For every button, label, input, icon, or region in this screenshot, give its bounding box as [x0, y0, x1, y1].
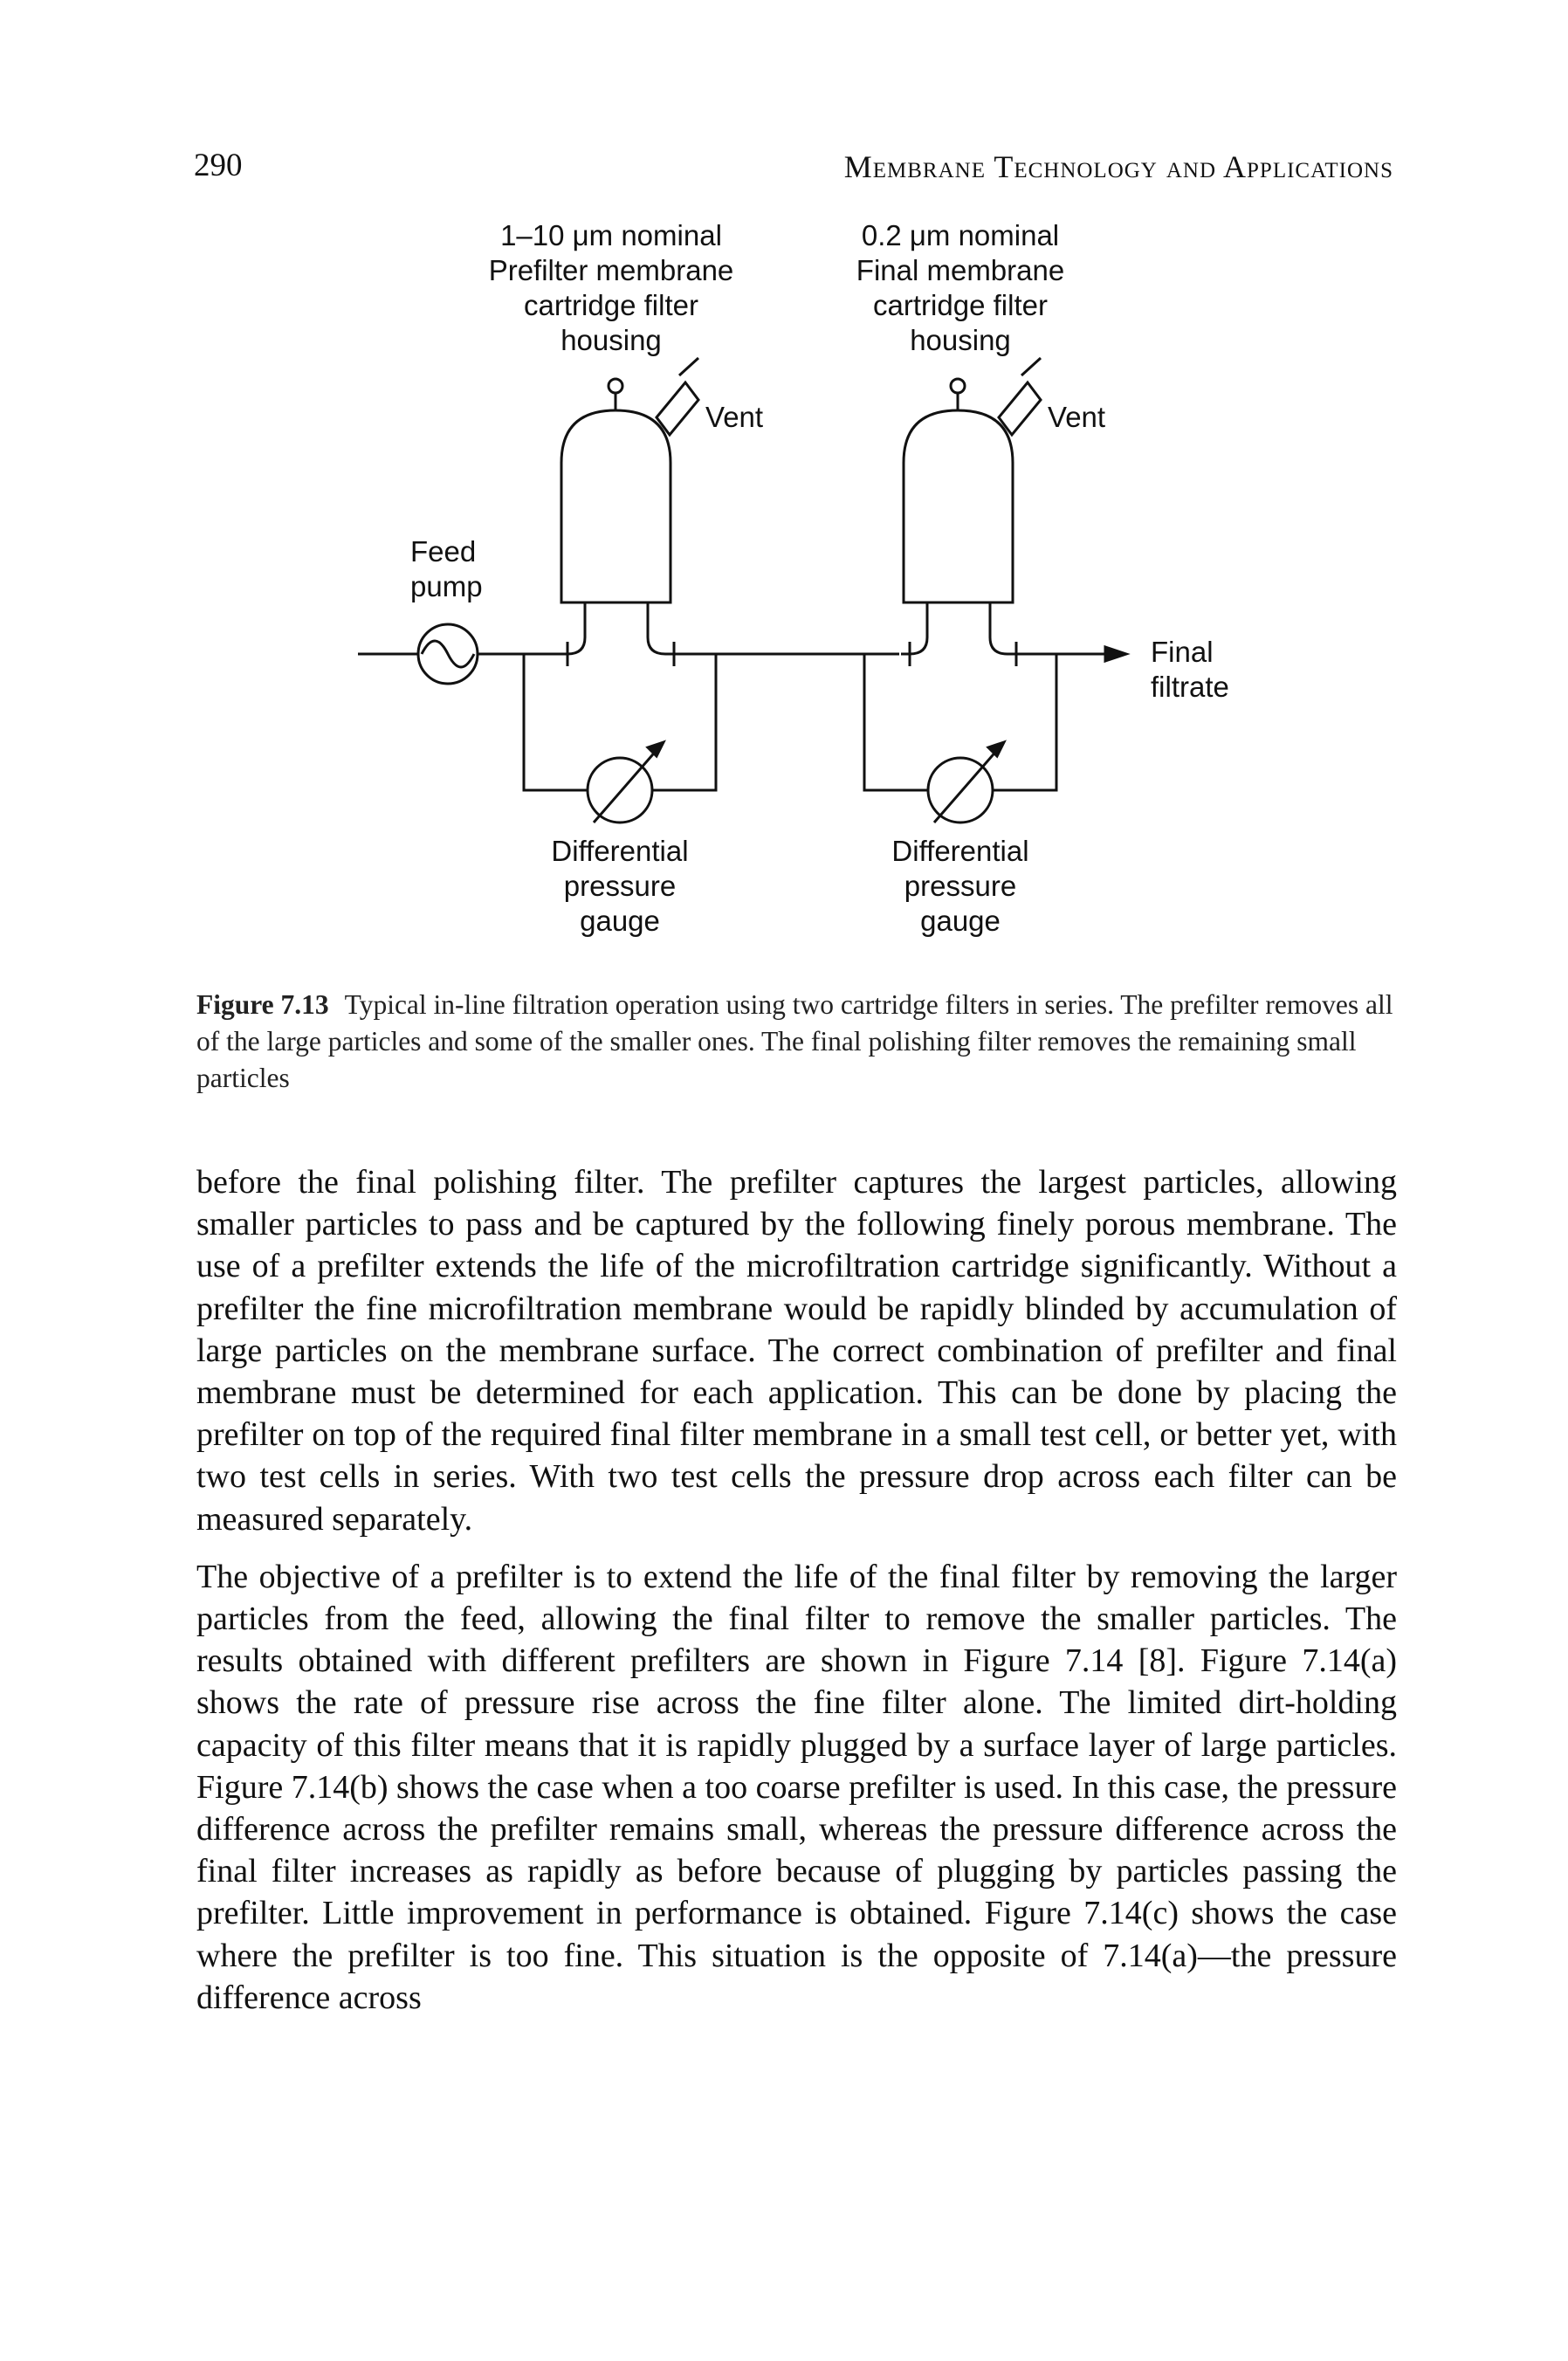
prefilter-housing	[560, 409, 672, 604]
final-filter-gauge-knob	[949, 377, 966, 395]
caption-number: Figure 7.13	[196, 989, 329, 1020]
final-filtrate-arrowhead	[1104, 644, 1131, 664]
filtration-diagram	[358, 356, 1131, 824]
body-text: before the final polishing filter. The p…	[196, 1161, 1397, 2019]
book-title: Membrane Technology and Applications	[843, 149, 1393, 184]
paragraph-2: The objective of a prefilter is to exten…	[196, 1558, 1397, 2016]
vent-label-left: Vent	[705, 401, 764, 433]
final-filtrate-label: Final filtrate	[1151, 636, 1229, 703]
prefilter-label: 1–10 μm nominal Prefilter membrane cartr…	[488, 219, 734, 356]
pump-wave	[420, 639, 476, 669]
gauge-label-right: Differential pressure gauge	[891, 835, 1029, 937]
gauge-label-left: Differential pressure gauge	[551, 835, 689, 937]
paragraph-1: before the final polishing filter. The p…	[196, 1164, 1397, 1538]
final-filter-label: 0.2 μm nominal Final membrane cartridge …	[856, 219, 1065, 356]
running-head: 290 Membrane Technology and Applications	[194, 147, 1393, 199]
vent-label-right: Vent	[1048, 401, 1106, 433]
caption-text: Typical in-line filtration operation usi…	[196, 989, 1393, 1093]
page-number: 290	[194, 148, 243, 183]
final-filter-vent-valve	[997, 380, 1042, 437]
prefilter-gauge-knob	[607, 377, 624, 395]
final-filter-housing	[902, 409, 1014, 604]
feed-pump-label: Feed pump	[410, 535, 483, 602]
prefilter-vent-valve	[655, 380, 700, 437]
filtration-figure: 1–10 μm nominal Prefilter membrane cartr…	[0, 201, 1568, 969]
